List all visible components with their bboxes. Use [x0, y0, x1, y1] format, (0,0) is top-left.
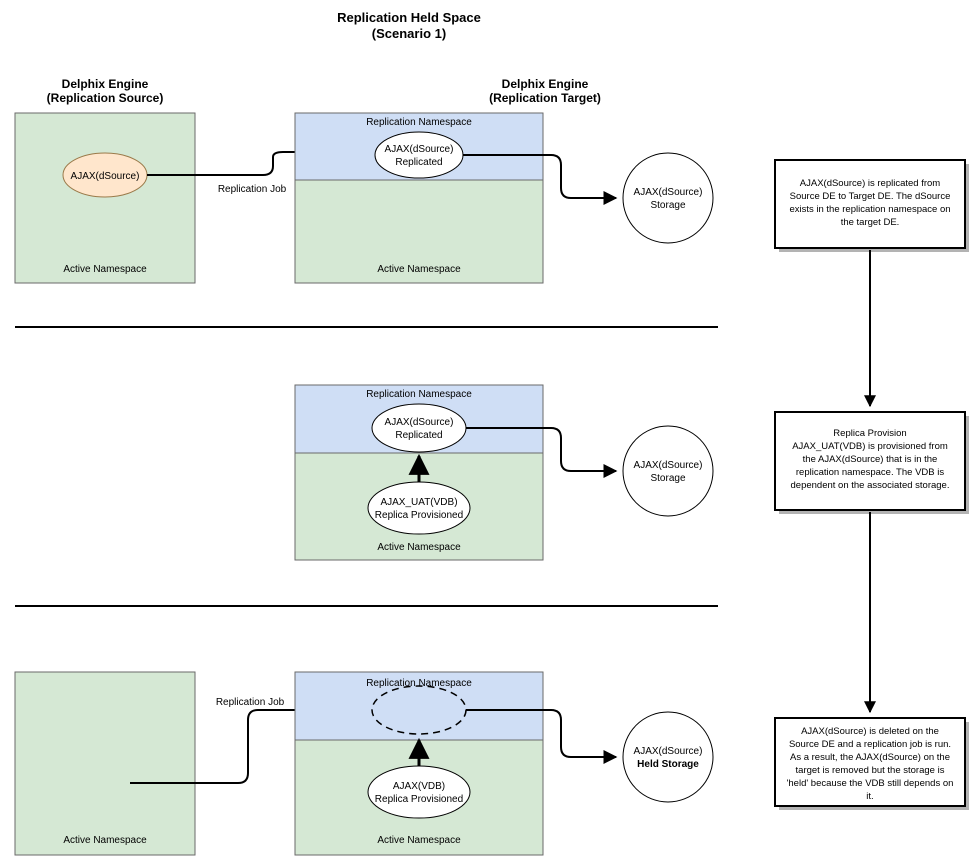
row-2-replicated-dsource-line2: Replicated	[395, 430, 442, 441]
row-3-source-active-namespace-panel	[14, 671, 196, 856]
row-2-annotation-line-4: replication namespace. The VDB is	[796, 467, 944, 478]
row-3-replication-job-label: Replication Job	[216, 697, 285, 708]
row-3-annotation-box	[774, 717, 966, 807]
row-2-replication-namespace-label: Replication Namespace	[366, 389, 472, 400]
row-1-dsource-node-label: AJAX(dSource)	[71, 171, 140, 182]
row-3-source-active-namespace-label: Active Namespace	[63, 835, 147, 846]
row-2-storage-line2: Storage	[650, 473, 685, 484]
source-header-line1: Delphix Engine	[62, 77, 149, 91]
page-title-line2: (Scenario 1)	[372, 26, 446, 41]
row-1-replication-job-connector	[147, 145, 365, 176]
row-3-annotation-line-6: it.	[866, 791, 873, 802]
row-1-annotation-line-4: the target DE.	[841, 217, 900, 228]
row-2-target-active-namespace-label: Active Namespace	[377, 542, 461, 553]
row-2-annotation-line-3: the AJAX(dSource) that is in the	[803, 454, 938, 465]
row-3-storage-connector	[466, 709, 618, 764]
row-3-replication-namespace-panel	[294, 671, 544, 741]
row-1-annotation-box	[774, 159, 966, 249]
row-3-vdb-line1: AJAX(VDB)	[393, 781, 445, 792]
row-3-group: Active Namespace Replication Job Replica…	[14, 671, 969, 856]
row-3-annotation-line-5: 'held' because the VDB still depends on	[787, 778, 954, 789]
row-3-storage-line1: AJAX(dSource)	[634, 746, 703, 757]
row-1-storage-line1: AJAX(dSource)	[634, 187, 703, 198]
row-3-annotation-line-2: Source DE and a replication job is run.	[789, 739, 951, 750]
row-1-group: Active Namespace AJAX(dSource) Replicati…	[14, 112, 969, 284]
row-1-replication-namespace-label: Replication Namespace	[366, 117, 472, 128]
page-title-line1: Replication Held Space	[337, 10, 481, 25]
row-1-annotation-line-3: exists in the replication namespace on	[789, 204, 950, 215]
row-3-vdb-line2: Replica Provisioned	[375, 794, 463, 805]
row-3-annotation-line-3: As a result, the AJAX(dSource) on the	[790, 752, 950, 763]
row-2-replicated-dsource-node[interactable]	[371, 403, 467, 453]
source-header-line2: (Replication Source)	[47, 91, 164, 105]
row-2-vdb-line2: Replica Provisioned	[375, 510, 463, 521]
row-3-annotation-line-4: target is removed but the storage is	[796, 765, 945, 776]
row-2-annotation-line-2: AJAX_UAT(VDB) is provisioned from	[792, 441, 948, 452]
row-1-replicated-dsource-line2: Replicated	[395, 157, 442, 168]
row-2-vdb-node[interactable]	[367, 481, 471, 535]
row-2-annotation-box	[774, 411, 966, 511]
row-3-replication-namespace-label: Replication Namespace	[366, 678, 472, 689]
row-1-storage-node[interactable]	[622, 152, 714, 244]
row-1-target-active-namespace-panel	[294, 179, 544, 284]
row-2-storage-line1: AJAX(dSource)	[634, 460, 703, 471]
row-1-storage-connector	[463, 154, 618, 205]
row-3-storage-node[interactable]	[622, 711, 714, 803]
target-header-line2: (Replication Target)	[489, 91, 601, 105]
row-1-source-active-namespace-panel	[14, 112, 196, 284]
row-3-target-active-namespace-label: Active Namespace	[377, 835, 461, 846]
row-1-annotation-line-1: AJAX(dSource) is replicated from	[800, 178, 941, 189]
row-1-annotation-line-2: Source DE to Target DE. The dSource	[790, 191, 951, 202]
row-1-target-active-namespace-label: Active Namespace	[377, 264, 461, 275]
row-1-replication-job-label: Replication Job	[218, 184, 287, 195]
target-header-line1: Delphix Engine	[502, 77, 589, 91]
row-2-storage-connector	[466, 427, 618, 478]
row-2-annotation-line-5: dependent on the associated storage.	[791, 480, 950, 491]
row-3-annotation-line-1: AJAX(dSource) is deleted on the	[801, 726, 939, 737]
row-2-replicated-dsource-line1: AJAX(dSource)	[385, 417, 454, 428]
row-2-annotation-line-1: Replica Provision	[833, 428, 906, 439]
row-3-storage-line2: Held Storage	[637, 759, 699, 770]
row-1-source-active-namespace-label: Active Namespace	[63, 264, 147, 275]
row-2-storage-node[interactable]	[622, 425, 714, 517]
row-1-replicated-dsource-line1: AJAX(dSource)	[385, 144, 454, 155]
row-3-vdb-node[interactable]	[367, 765, 471, 819]
row-1-replicated-dsource-node[interactable]	[374, 131, 464, 179]
row-2-group: Replication Namespace Active Namespace A…	[294, 384, 969, 561]
row-2-vdb-line1: AJAX_UAT(VDB)	[380, 497, 457, 508]
row-3-replication-job-connector	[130, 703, 365, 784]
row-1-storage-line2: Storage	[650, 200, 685, 211]
